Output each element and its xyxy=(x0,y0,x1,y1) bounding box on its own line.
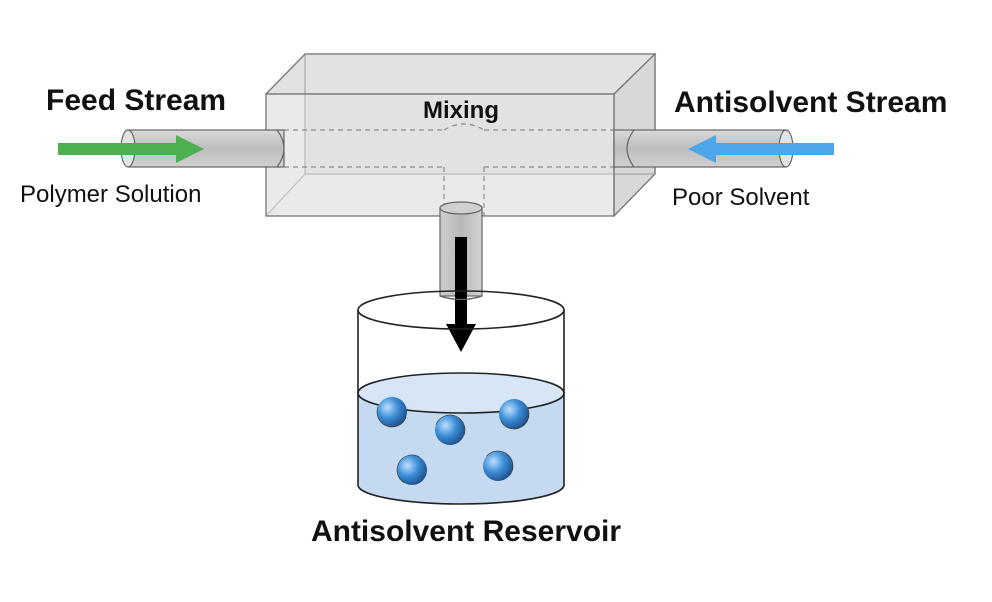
reservoir-label: Antisolvent Reservoir xyxy=(311,515,621,548)
polymer-solution-label: Polymer Solution xyxy=(20,181,201,208)
janus-particle xyxy=(483,450,514,481)
reservoir-rim xyxy=(357,290,565,330)
outlet-flow-arrow xyxy=(446,237,476,352)
particles xyxy=(376,397,530,485)
mixing-label: Mixing xyxy=(423,97,499,124)
chamber-front-face xyxy=(265,93,615,217)
chamber-top-face xyxy=(264,53,657,95)
antisolvent-flow-arrow xyxy=(688,135,834,163)
poor-solvent-label: Poor Solvent xyxy=(672,184,810,211)
feed-flow-arrow xyxy=(58,135,204,163)
antisolvent-stream-label: Antisolvent Stream xyxy=(674,86,947,119)
feed-stream-label: Feed Stream xyxy=(46,84,226,117)
mixing-chamber xyxy=(264,52,657,218)
feed-inlet-pipe xyxy=(120,129,285,168)
janus-particle xyxy=(396,454,427,485)
